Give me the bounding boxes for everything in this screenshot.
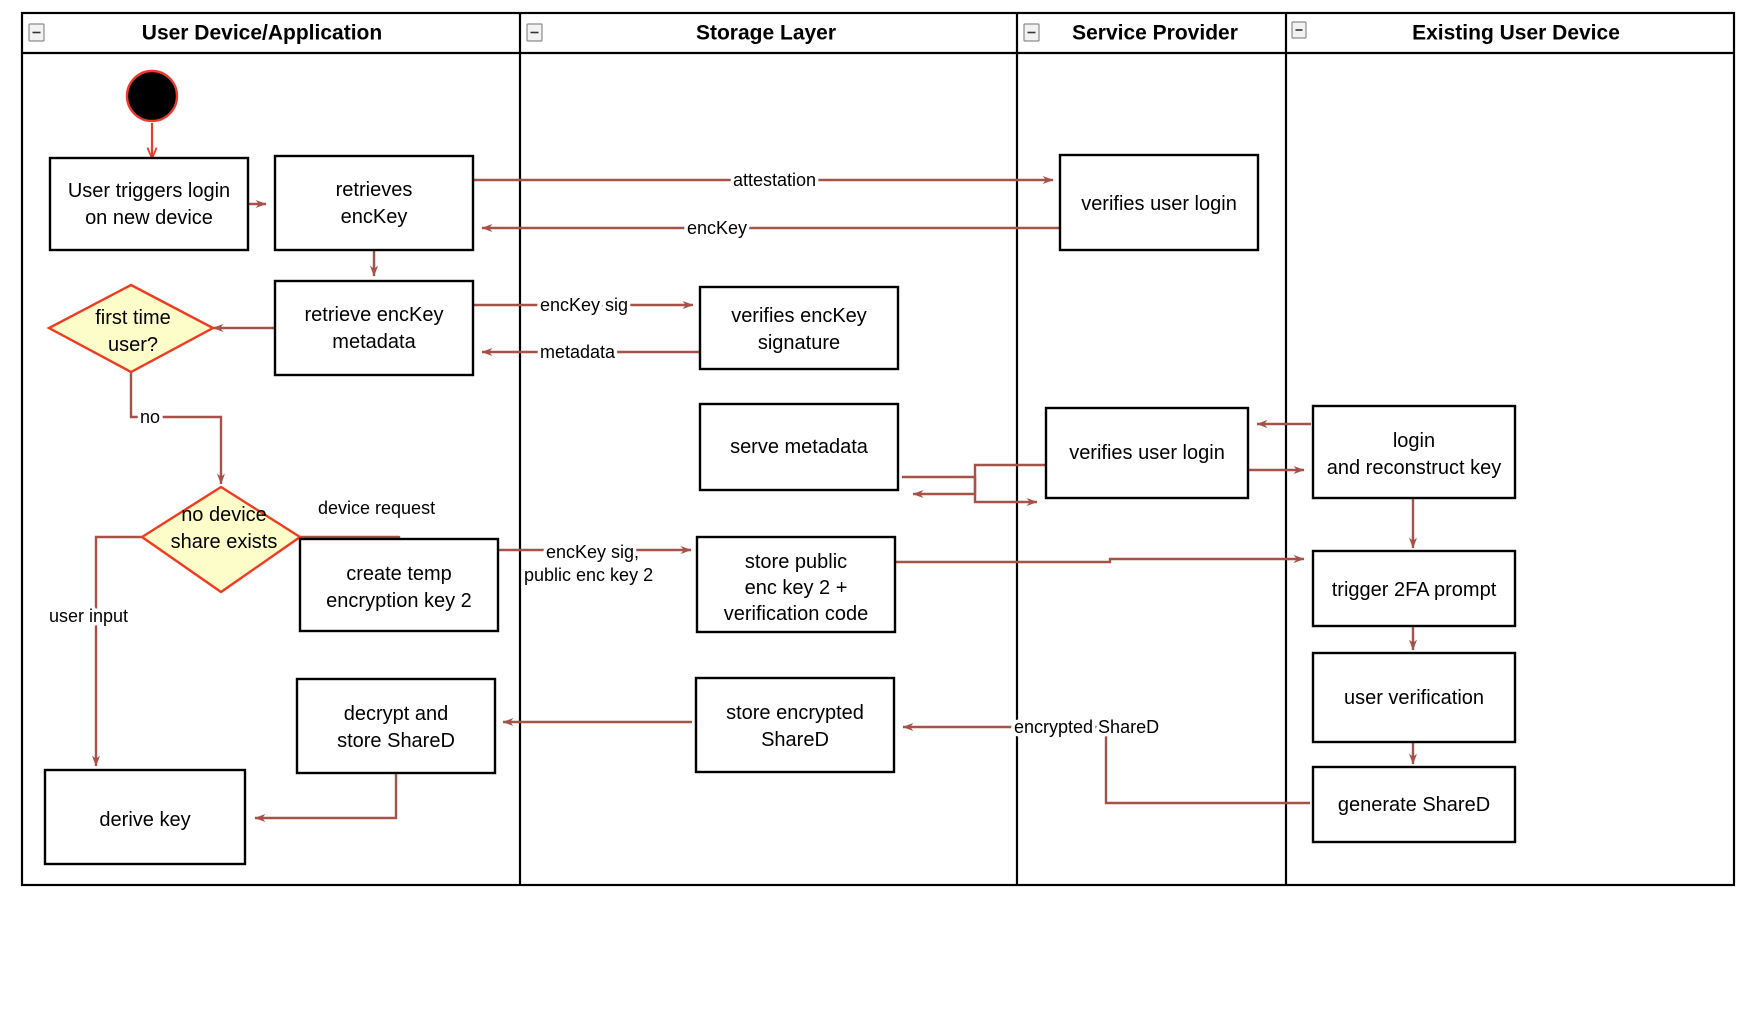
node-verifies-enckey-signature[interactable]: verifies encKey signature — [698, 285, 900, 371]
node-start[interactable] — [125, 69, 179, 123]
node-generate-shared[interactable]: generate ShareD — [1311, 765, 1517, 844]
node-label-retrieve-metadata-line1: retrieve encKey — [305, 304, 444, 326]
lane-label-storage: Storage Layer — [696, 22, 836, 45]
node-decrypt-and-store-shared[interactable]: decrypt and store ShareD — [295, 677, 497, 775]
node-verifies-user-login-mid[interactable]: verifies user login — [1044, 406, 1250, 500]
node-verifies-user-login-top[interactable]: verifies user login — [1058, 153, 1260, 252]
node-label-login-reconstruct-line1: login — [1393, 430, 1435, 452]
node-label-serve-metadata: serve metadata — [730, 436, 869, 458]
node-label-user-triggers-login-line2: on new device — [85, 207, 213, 229]
node-label-retrieves-enckey-line1: retrieves — [336, 179, 413, 201]
node-label-trigger-2fa: trigger 2FA prompt — [1332, 579, 1497, 601]
edge-label-attestation: attestation — [733, 170, 816, 190]
node-trigger-2fa-prompt[interactable]: trigger 2FA prompt — [1311, 549, 1517, 628]
edge-sp-to-serve-metadata — [912, 463, 1045, 498]
node-store-encrypted-shared[interactable]: store encrypted ShareD — [694, 676, 896, 774]
node-no-device-share-exists[interactable]: no device share exists — [139, 485, 303, 594]
node-label-first-time-user-line1: first time — [95, 307, 171, 329]
node-label-verifies-user-login-top: verifies user login — [1081, 193, 1237, 215]
edge-label-enckey-sig-pubkey-line1: encKey sig, — [546, 542, 639, 562]
edge-label-enckey: encKey — [687, 218, 747, 238]
edge-user-input — [92, 535, 142, 767]
edge-label-no: no — [140, 407, 160, 427]
lane-header-storage[interactable]: Storage Layer — [526, 22, 836, 45]
node-label-user-verification: user verification — [1344, 687, 1484, 709]
node-retrieve-enckey-metadata[interactable]: retrieve encKey metadata — [273, 279, 475, 377]
node-label-create-temp-key-line1: create temp — [346, 563, 452, 585]
node-login-and-reconstruct-key[interactable]: login and reconstruct key — [1311, 404, 1517, 500]
node-label-verifies-sig-line2: signature — [758, 332, 840, 354]
node-retrieves-enckey[interactable]: retrieves encKey — [273, 154, 475, 252]
node-label-verifies-sig-line1: verifies encKey — [731, 305, 867, 327]
edge-store-public-to-2fa — [895, 555, 1305, 564]
node-label-derive-key: derive key — [99, 809, 190, 831]
node-label-decrypt-store-line2: store ShareD — [337, 730, 455, 752]
node-label-store-public-line1: store public — [745, 551, 847, 573]
node-store-public-enc-key[interactable]: store public enc key 2 + verification co… — [695, 535, 897, 634]
node-label-retrieve-metadata-line2: metadata — [332, 331, 416, 353]
node-label-no-device-share-line2: share exists — [171, 531, 278, 553]
node-label-user-triggers-login-line1: User triggers login — [68, 180, 230, 202]
node-user-triggers-login[interactable]: User triggers login on new device — [48, 156, 250, 252]
node-label-retrieves-enckey-line2: encKey — [341, 206, 408, 228]
node-serve-metadata[interactable]: serve metadata — [698, 402, 900, 492]
node-derive-key[interactable]: derive key — [43, 768, 247, 866]
edge-label-enckey-sig: encKey sig — [540, 295, 628, 315]
edge-label-user-input: user input — [49, 606, 128, 626]
edge-serve-metadata-to-sp — [902, 475, 1038, 506]
node-label-store-public-line2: enc key 2 + — [745, 577, 848, 599]
node-label-verifies-user-login-mid: verifies user login — [1069, 442, 1225, 464]
edge-encrypted-shared — [902, 723, 1310, 805]
node-label-store-public-line3: verification code — [724, 603, 869, 625]
lane-header-existing-device[interactable]: Existing User Device — [1291, 21, 1620, 45]
swimlane-frame — [20, 11, 1736, 887]
lane-label-existing-device: Existing User Device — [1412, 22, 1620, 45]
edge-no — [129, 372, 225, 485]
node-label-no-device-share-line1: no device — [181, 504, 267, 526]
node-label-first-time-user-line2: user? — [108, 334, 158, 356]
lane-label-service-provider: Service Provider — [1072, 22, 1238, 45]
node-label-decrypt-store-line1: decrypt and — [344, 703, 449, 725]
edge-label-enckey-sig-pubkey-line2: public enc key 2 — [524, 565, 653, 585]
lane-header-service-provider[interactable]: Service Provider — [1023, 22, 1238, 45]
edge-device-request — [300, 535, 403, 547]
node-label-generate-shared: generate ShareD — [1338, 794, 1490, 816]
node-create-temp-encryption-key[interactable]: create temp encryption key 2 — [298, 537, 500, 633]
node-label-store-encrypted-line1: store encrypted — [726, 702, 864, 724]
edge-label-device-request: device request — [318, 498, 435, 518]
edge-decrypt-to-derive — [254, 773, 398, 822]
lane-label-user-device: User Device/Application — [142, 22, 382, 45]
node-label-create-temp-key-line2: encryption key 2 — [326, 590, 472, 612]
node-label-store-encrypted-line2: ShareD — [761, 729, 829, 751]
node-first-time-user[interactable]: first time user? — [46, 283, 216, 374]
edge-label-metadata: metadata — [540, 342, 616, 362]
edge-label-encrypted-shared: encrypted ShareD — [1014, 717, 1159, 737]
lane-header-user-device[interactable]: User Device/Application — [28, 22, 382, 45]
node-user-verification[interactable]: user verification — [1311, 651, 1517, 744]
node-label-login-reconstruct-line2: and reconstruct key — [1327, 457, 1502, 479]
